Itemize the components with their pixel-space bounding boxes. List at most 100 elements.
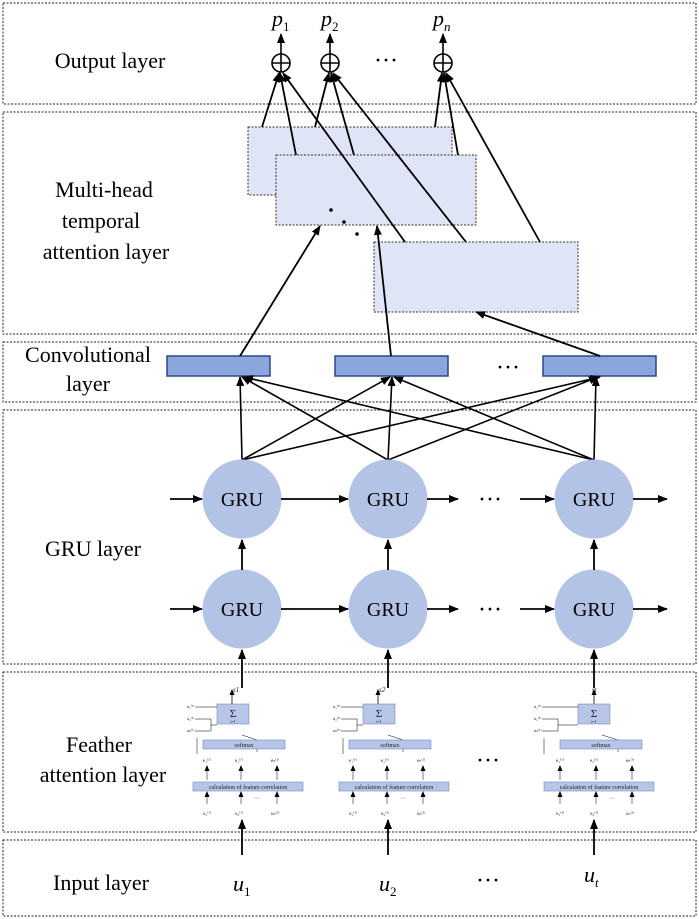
- arrow-grun-to-conv2: [393, 376, 595, 461]
- module-dots: ···: [400, 796, 406, 802]
- input-label-u2: u2: [379, 871, 397, 899]
- sum-index: i=1: [376, 719, 381, 724]
- e-left: e₁⁽¹⁾: [349, 758, 357, 764]
- module-dots: ···: [254, 796, 260, 802]
- arrow-head1-to-o2: [314, 72, 331, 128]
- output-label-pn: pn: [431, 6, 451, 34]
- gru-label-top-n: GRU: [573, 489, 616, 511]
- u-bottom-mid: u₂⁽¹⁾: [590, 811, 598, 817]
- e-left: e₁⁽¹⁾: [203, 758, 211, 764]
- u-input-n: uₙ⁽¹⁾: [534, 728, 542, 733]
- feather-module-output: s1: [233, 686, 239, 694]
- attention-layer-label-2: temporal: [62, 208, 140, 233]
- attention-layer-label-1: Multi-head: [55, 177, 153, 202]
- gru-label-top-1: GRU: [221, 489, 264, 511]
- feather-layer-label-1: Feather: [66, 732, 133, 757]
- softmax-box: [559, 739, 643, 750]
- gru-label-bottom-1: GRU: [221, 599, 264, 621]
- conv-block-2: [334, 355, 449, 377]
- gru-bottom-ellipsis: ···: [478, 597, 502, 623]
- e-mid: e₂⁽¹⁾: [590, 758, 598, 764]
- arrow-head1-to-o1: [261, 72, 281, 128]
- softmax-box: [202, 739, 286, 750]
- input-layer-label: Input layer: [53, 870, 150, 895]
- u-input-2: u₂⁽¹⁾: [534, 716, 541, 721]
- u-input-1: u₁⁽¹⁾: [333, 704, 340, 709]
- feather-module-n: st Σ i=1 u₁⁽¹⁾ u₂⁽¹⁾ uₙ⁽¹⁾ softmax e₁⁽¹⁾…: [534, 686, 655, 817]
- sum-box: [362, 703, 396, 725]
- gru-label-bottom-n: GRU: [573, 599, 616, 621]
- u-input-1: u₁⁽¹⁾: [187, 704, 194, 709]
- feather-module-1: s1 Σ i=1 u₁⁽¹⁾ u₂⁽¹⁾ uₙ⁽¹⁾ softmax e₁⁽¹⁾…: [187, 686, 304, 817]
- output-label-p2: p2: [319, 6, 339, 34]
- attention-head-n: [373, 241, 579, 313]
- e-mid: e₂⁽¹⁾: [381, 758, 389, 764]
- u-bottom-left: u₁⁽¹⁾: [203, 811, 211, 817]
- feather-module-2: s2 Σ i=1 u₁⁽¹⁾ u₂⁽¹⁾ uₙ⁽¹⁾ softmax e₁⁽¹⁾…: [333, 686, 450, 817]
- correlation-box: [192, 781, 304, 792]
- conv-layer-label-2: layer: [66, 371, 111, 396]
- correlation-box: [543, 781, 655, 792]
- arrow-grun-to-conv1: [243, 375, 595, 461]
- gru-layer-label: GRU layer: [45, 536, 142, 561]
- arrow-conv1-to-head2: [239, 225, 321, 357]
- feather-layer-frame: [2, 671, 697, 833]
- arrow-headn-to-on: [445, 72, 541, 243]
- u-input-2: u₂⁽¹⁾: [187, 716, 194, 721]
- correlation-label: calculation of feature correlation: [560, 784, 638, 791]
- input-layer-frame: [2, 839, 697, 917]
- softmax-label: softmax: [234, 742, 253, 749]
- feather-module-output: st: [592, 686, 598, 694]
- output-layer-frame: [2, 2, 697, 105]
- sum-symbol: Σ: [591, 708, 597, 720]
- correlation-label: calculation of feature correlation: [355, 784, 433, 791]
- arrow-convn-to-headn: [475, 311, 601, 357]
- conv-layer-label-1: Convolutional: [25, 342, 151, 367]
- arrow-headn-to-o1: [282, 72, 406, 243]
- u-input-n: uₙ⁽¹⁾: [187, 728, 195, 733]
- oplus-node-n: [433, 53, 453, 73]
- u-input-2: u₂⁽¹⁾: [333, 716, 340, 721]
- gru-label-top-2: GRU: [367, 489, 410, 511]
- output-labels: p1 p2 pn ···: [270, 6, 451, 74]
- e-right: eₙ⁽¹⁾: [271, 758, 279, 764]
- u-bottom-mid: u₂⁽¹⁾: [381, 811, 389, 817]
- attention-layer-frame: [2, 111, 697, 335]
- attention-head-2: [275, 154, 477, 226]
- arrow-head2-to-o1: [277, 72, 297, 156]
- arrow-gru2-to-conv2: [387, 376, 396, 461]
- feather-ellipsis: ···: [476, 748, 500, 774]
- arrow-headn-to-o2: [332, 72, 467, 243]
- arrow-grun-to-convn: [591, 376, 600, 461]
- softmax-label: softmax: [380, 742, 399, 749]
- correlation-box: [338, 781, 450, 792]
- e-left: e₁⁽¹⁾: [556, 758, 564, 764]
- oplus-node-1: [271, 53, 291, 73]
- gru-top-ellipsis: ···: [478, 487, 502, 513]
- sum-index: i=1: [591, 719, 596, 724]
- arrow-conv2-to-head: [373, 225, 392, 357]
- conv-block-n: [542, 355, 657, 377]
- conv-ellipsis: ···: [496, 355, 520, 381]
- sum-box: [216, 703, 250, 725]
- input-label-ut: ut: [584, 862, 599, 890]
- feather-layer-label-2: attention layer: [40, 762, 167, 787]
- u-bottom-mid: u₂⁽¹⁾: [235, 811, 243, 817]
- u-bottom-left: u₁⁽¹⁾: [556, 811, 564, 817]
- module-dots: ···: [609, 796, 615, 802]
- output-ellipsis: ···: [374, 48, 398, 74]
- arrow-head2-to-o2: [329, 72, 355, 156]
- feather-module-output: s2: [379, 686, 386, 694]
- u-bottom-right: uₙ⁽¹⁾: [271, 811, 279, 817]
- u-bottom-right: uₙ⁽¹⁾: [417, 811, 425, 817]
- e-right: eₙ⁽¹⁾: [626, 758, 634, 764]
- arrow-head1-to-on: [434, 72, 445, 128]
- attention-head-ellipsis: [329, 208, 359, 236]
- softmax-label: softmax: [591, 742, 610, 749]
- input-ellipsis: ···: [476, 868, 500, 894]
- sum-index: i=1: [230, 719, 235, 724]
- sum-symbol: Σ: [230, 708, 236, 720]
- u-bottom-right: uₙ⁽¹⁾: [626, 811, 634, 817]
- gru-label-bottom-2: GRU: [367, 599, 410, 621]
